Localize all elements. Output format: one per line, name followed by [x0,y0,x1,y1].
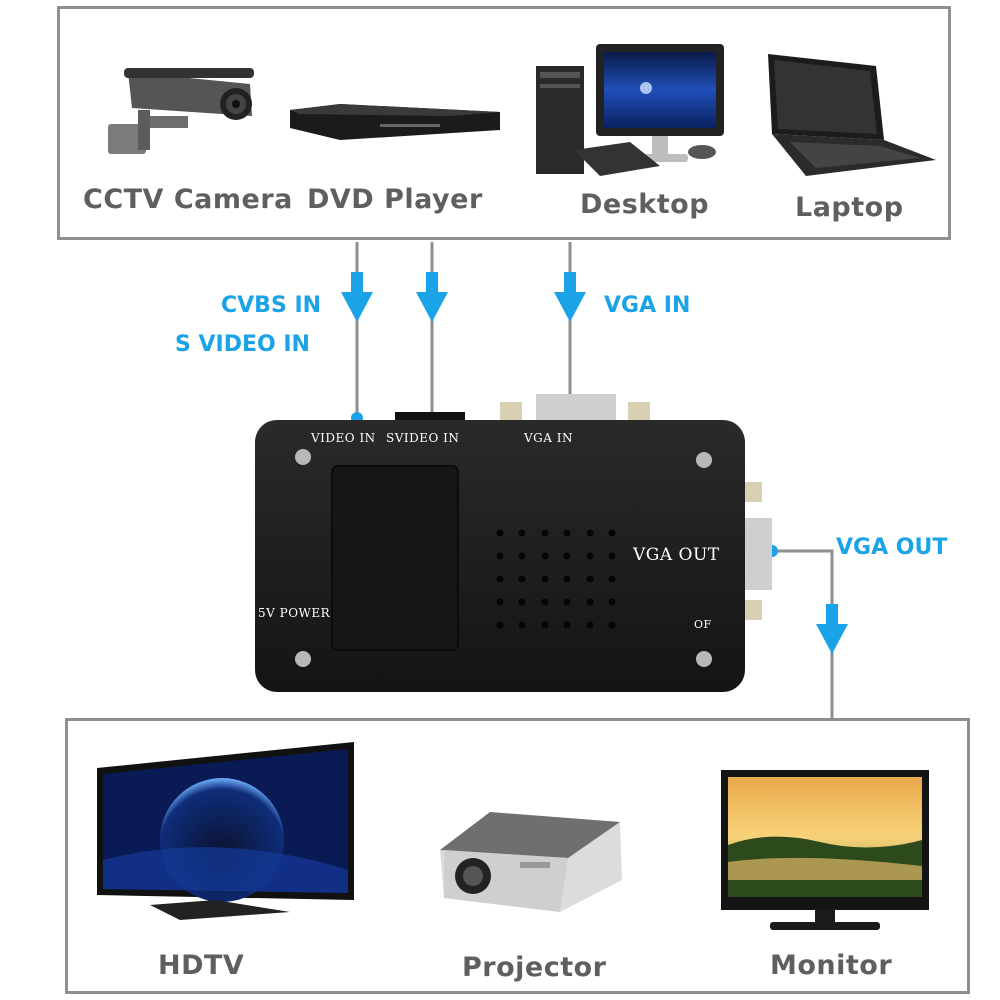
source-label-desktop: Desktop [580,189,710,220]
cvbs-in-label: CVBS IN [221,293,322,318]
device-video-in-label: VIDEO IN [311,431,376,445]
cvbs-connection [341,242,373,424]
vga-in-connection [554,242,586,406]
display-label-hdtv: HDTV [158,950,245,981]
source-label-laptop: Laptop [795,192,904,223]
hdtv-icon [97,742,354,920]
desktop-computer-icon [536,44,724,176]
device-vga-in-label: VGA IN [524,431,573,445]
monitor-icon [721,770,929,930]
vga-converter-box [255,394,772,692]
display-label-projector: Projector [462,952,607,983]
cctv-camera-icon [108,68,254,154]
device-power-label: 5V POWER [258,606,331,620]
device-vga-out-label: VGA OUT [633,545,720,565]
projector-icon [440,812,622,912]
device-svideo-in-label: SVIDEO IN [386,431,460,445]
device-switch-label: OF [694,618,712,631]
vga-out-label: VGA OUT [836,535,948,560]
source-label-cctv-camera: CCTV Camera [83,184,293,215]
vga-out-connection [766,545,848,718]
svideo-in-label: S VIDEO IN [175,332,310,357]
svideo-connection [416,242,448,424]
dvd-player-icon [290,104,500,140]
display-label-monitor: Monitor [770,950,893,981]
source-label-dvd-player: DVD Player [307,184,483,215]
laptop-icon [768,54,936,176]
vga-in-label: VGA IN [604,293,691,318]
